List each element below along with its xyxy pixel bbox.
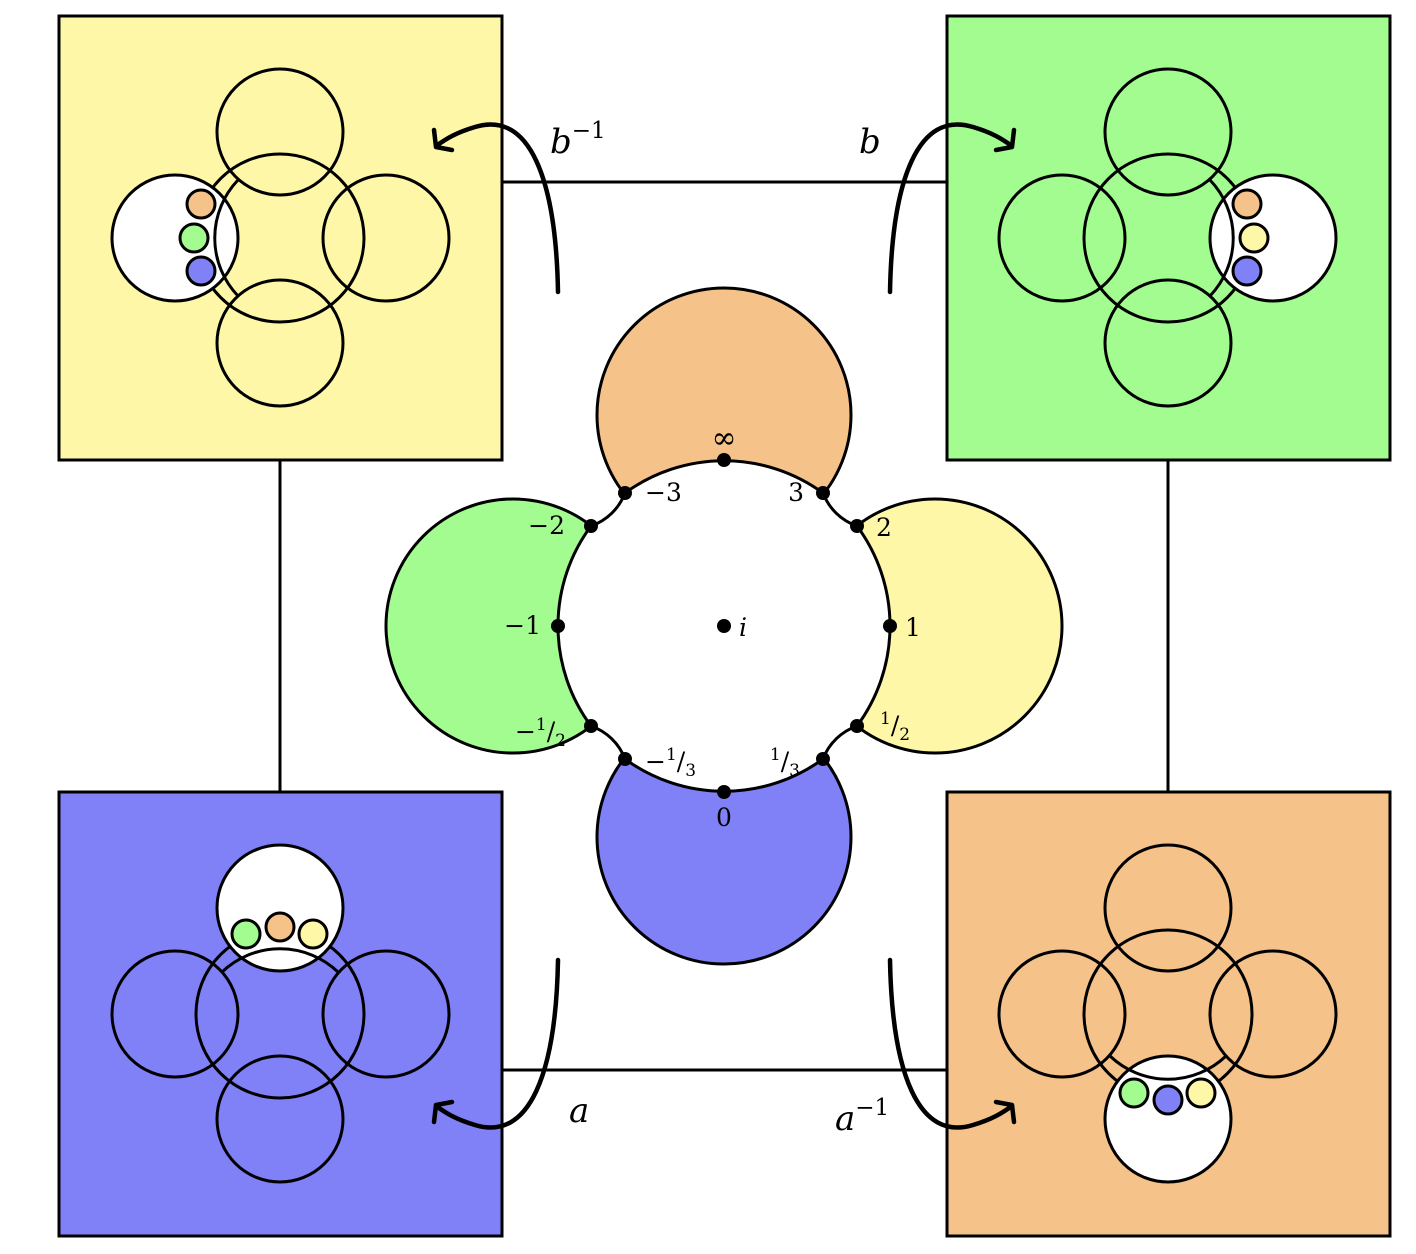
label-neg-third: −1/3 [645,745,696,781]
mini-top-circle [1103,67,1233,197]
tiny-orange-circle [185,188,217,220]
arrow-a [431,957,561,1130]
mini-left-circle [110,949,240,1079]
arrow-b [887,122,1017,295]
point-labels: ∞ −3 3 −2 2 −1 1 i 0 −1/2 1/2 −1/3 1/3 [504,421,921,832]
tiny-green-circle [1118,1077,1150,1109]
panel-b-inverse [57,14,504,462]
panel-a-inverse [945,790,1392,1238]
point-pos1 [883,619,897,633]
point-neg2 [584,519,598,533]
arrow-a-inverse [887,957,1017,1130]
point-neg-half [584,719,598,733]
point-neg3 [618,486,632,500]
label-neg3: −3 [645,478,682,507]
tiny-green-circle [178,222,210,254]
tiny-orange-circle [264,911,296,943]
tiny-yellow-circle [297,918,329,950]
mini-right-circle [1208,949,1338,1079]
tiny-blue-circle [1152,1084,1184,1116]
central-configuration: ∞ −3 3 −2 2 −1 1 i 0 −1/2 1/2 −1/3 1/3 [384,286,1064,966]
label-a-inverse: a−1 [835,1095,889,1139]
point-i [717,619,731,633]
label-pos-half: 1/2 [880,709,910,745]
marked-points [551,453,897,799]
tiny-orange-circle [1231,188,1263,220]
label-neg2: −2 [528,511,565,540]
label-b: b [859,122,881,162]
mini-bottom-circle-white [1103,1054,1233,1184]
mini-right-circle [321,949,451,1079]
point-neg1 [551,619,565,633]
panel-a [57,790,504,1238]
tiny-blue-circle [185,255,217,287]
label-pos3: 3 [788,478,804,507]
label-zero: 0 [716,803,732,832]
mini-top-circle [1103,843,1233,973]
tiny-green-circle [230,918,262,950]
label-infinity: ∞ [712,421,737,456]
label-a: a [569,1091,589,1131]
connector-lines [278,180,1170,1072]
label-b-inverse: b−1 [550,118,606,162]
mini-bottom-circle [1103,278,1233,408]
mini-left-circle [997,173,1127,303]
arrow-b-inverse [431,122,561,295]
point-pos-third [816,752,830,766]
point-pos2 [850,519,864,533]
mini-right-circle-white [1208,173,1338,303]
tiny-yellow-circle [1238,222,1270,254]
mini-top-circle [215,67,345,197]
label-i: i [739,613,747,642]
mini-bottom-circle [215,1054,345,1184]
point-infinity [717,453,731,467]
mini-bottom-circle [215,278,345,408]
point-zero [717,785,731,799]
mini-top-circle-white [215,843,345,973]
label-pos-third: 1/3 [770,745,800,781]
label-pos1: 1 [905,613,921,642]
mini-left-circle [997,949,1127,1079]
mini-right-circle [321,173,451,303]
curved-arrows [431,122,1017,1130]
point-pos-half [850,719,864,733]
label-neg-half: −1/2 [515,715,566,751]
point-neg-third [618,752,632,766]
tiny-blue-circle [1231,255,1263,287]
point-pos3 [816,486,830,500]
tiny-yellow-circle [1185,1077,1217,1109]
label-neg1: −1 [504,611,541,640]
panel-b [945,14,1392,462]
mini-left-circle-white [110,173,240,303]
label-pos2: 2 [876,513,892,542]
generator-labels: b−1 b a a−1 [550,118,889,1139]
